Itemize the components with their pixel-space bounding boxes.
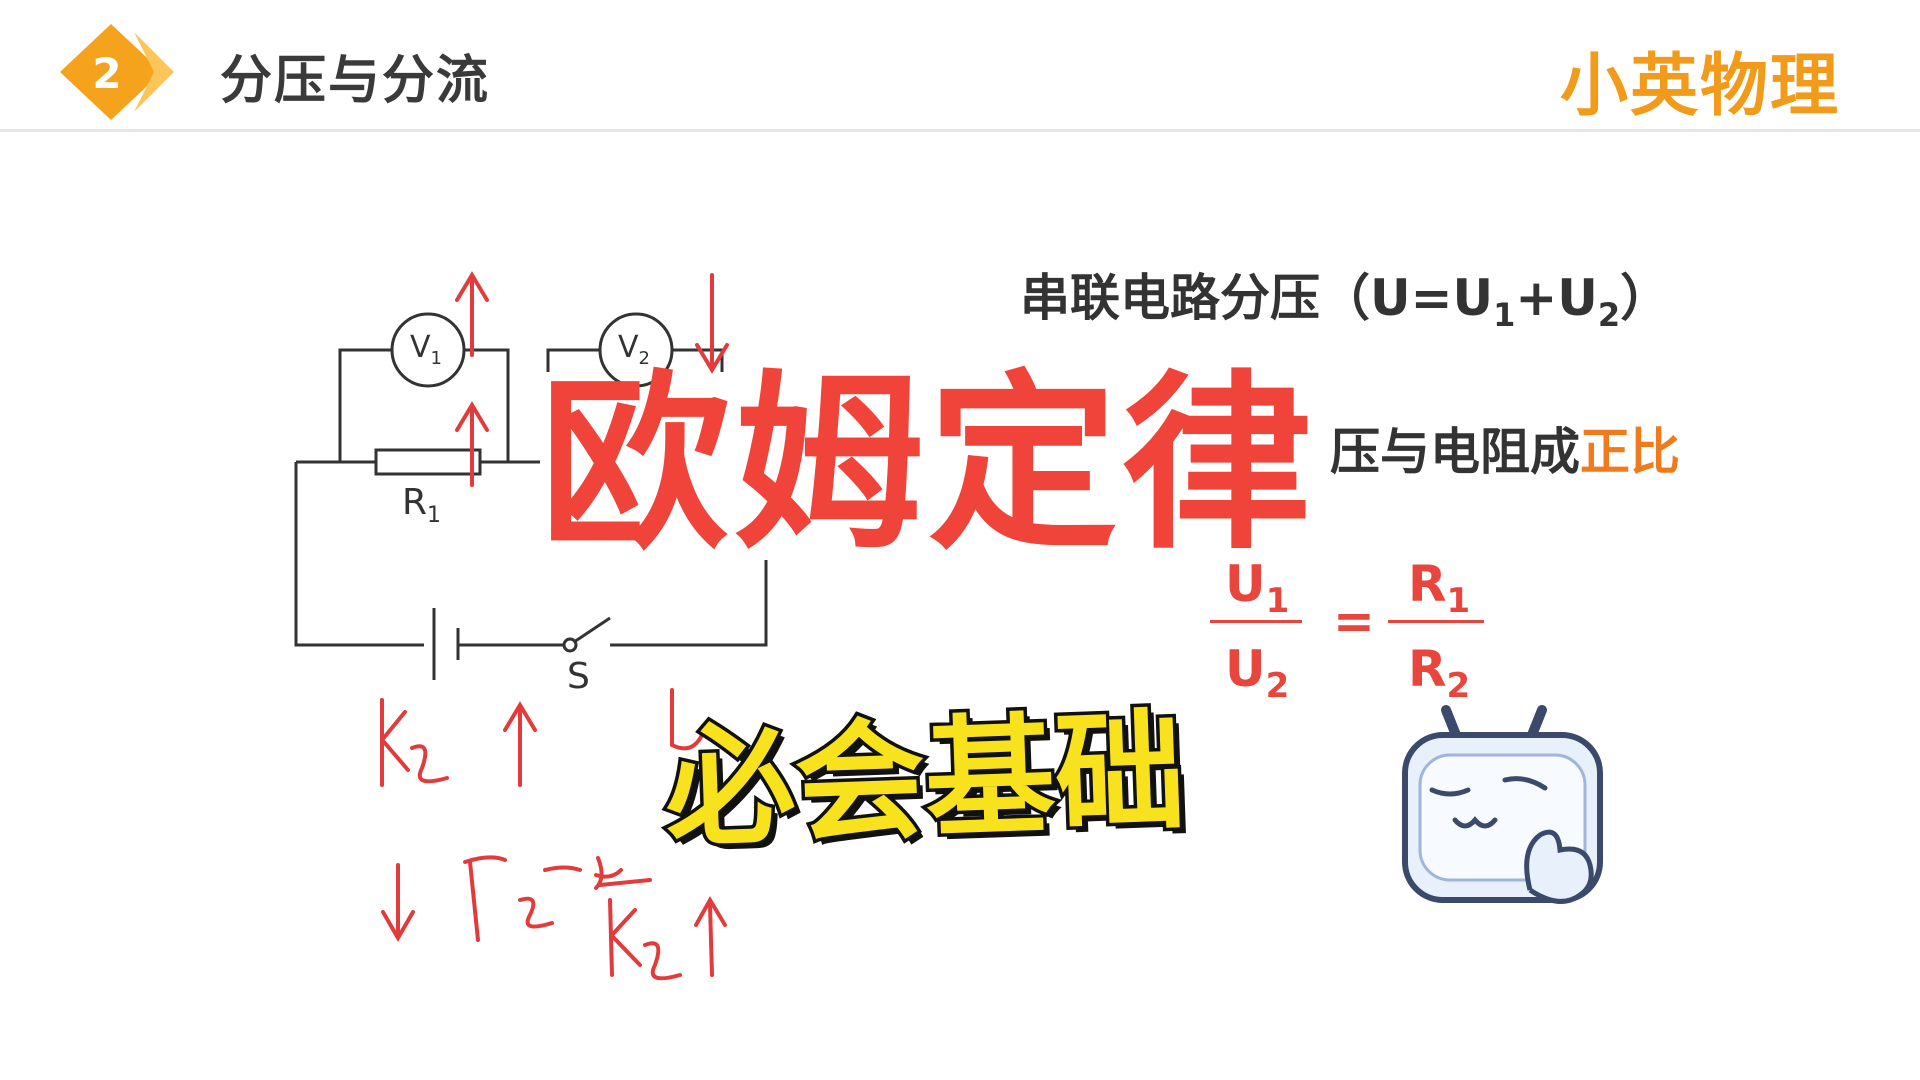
voltmeter-v1-label: V1	[410, 330, 442, 369]
series-voltage-rule: 串联电路分压（U=U1+U2）	[1020, 269, 1671, 334]
overlay-subtitle: 必会基础	[659, 691, 1191, 868]
section-title: 分压与分流	[220, 51, 491, 111]
formula-r2: R2	[1408, 640, 1471, 706]
proportional-rule: 压与电阻成正比	[1330, 423, 1680, 481]
resistor-r1-label: R1	[402, 482, 442, 529]
formula-equals: =	[1333, 592, 1375, 650]
section-badge-icon	[60, 24, 174, 120]
formula-u2: U2	[1225, 640, 1290, 706]
overlay-title: 欧姆定律	[540, 354, 1317, 575]
section-number: 2	[92, 48, 122, 98]
brand-logo: 小英物理	[1559, 47, 1840, 126]
voltmeter-v2-label: V2	[618, 330, 650, 369]
proportional-highlight: 正比	[1580, 423, 1680, 481]
fraction-line-left	[1210, 620, 1302, 623]
formula-u1: U1	[1225, 555, 1290, 621]
header-divider	[0, 129, 1920, 132]
switch-label: S	[567, 656, 590, 697]
fraction-line-right	[1388, 620, 1484, 623]
formula-r1: R1	[1408, 555, 1471, 621]
